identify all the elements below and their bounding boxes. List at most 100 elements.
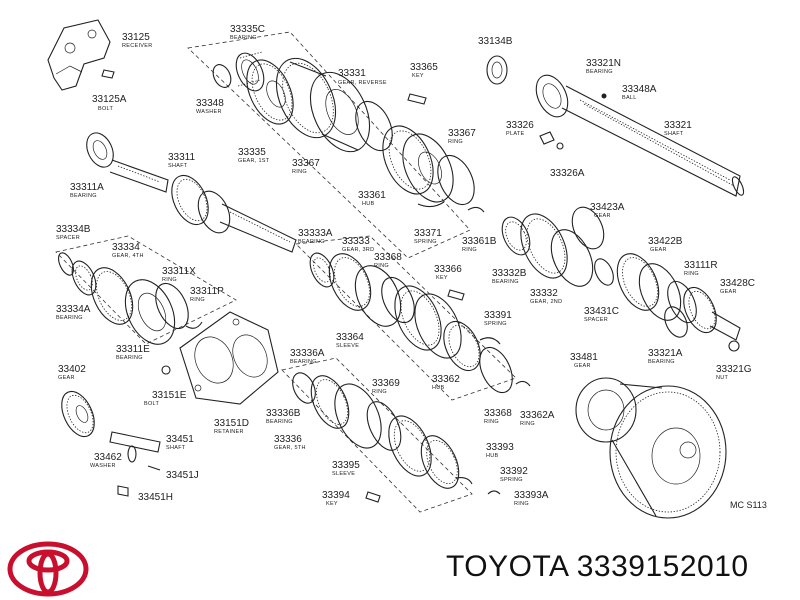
svg-text:RECEIVER: RECEIVER [122,43,153,49]
svg-text:33335: 33335 [238,147,266,158]
svg-text:33321: 33321 [664,120,692,131]
input-shaft-33311 [86,132,297,253]
svg-text:33462: 33462 [94,452,122,463]
svg-text:RING: RING [190,297,205,303]
svg-text:SPRING: SPRING [500,477,523,483]
svg-text:33366: 33366 [434,264,462,275]
plate-33326 [539,131,555,145]
ring-33361b [467,206,485,213]
svg-text:RING: RING [292,169,307,175]
svg-text:SPRING: SPRING [414,239,437,245]
ring-33368-b [479,346,513,394]
svg-text:33335C: 33335C [230,24,265,35]
ring-33367-a [355,100,393,152]
svg-text:RING: RING [514,501,529,507]
svg-text:KEY: KEY [436,275,448,281]
svg-text:33367: 33367 [448,128,476,139]
svg-text:33331: 33331 [338,68,366,79]
svg-text:33333: 33333 [342,236,370,247]
svg-text:33361: 33361 [358,190,386,201]
svg-text:33451: 33451 [166,434,194,445]
svg-text:33311X: 33311X [162,266,196,277]
spring-33371 [417,201,445,208]
svg-text:SHAFT: SHAFT [166,445,186,451]
svg-text:33402: 33402 [58,364,86,375]
hub-33362 [443,320,481,372]
gear-33402 [61,390,95,438]
gear-2nd-assembly [501,213,594,287]
svg-text:33368: 33368 [484,408,512,419]
svg-text:RING: RING [374,263,389,269]
gear-33422b [616,253,682,321]
svg-text:BEARING: BEARING [586,69,613,75]
svg-text:RING: RING [162,277,177,283]
svg-text:33151D: 33151D [214,418,249,429]
svg-text:33321N: 33321N [586,58,621,69]
svg-text:33332: 33332 [530,288,558,299]
svg-text:PLATE: PLATE [506,131,525,137]
svg-text:33334: 33334 [112,242,140,253]
svg-text:33125: 33125 [122,32,150,43]
svg-text:SPRING: SPRING [484,321,507,327]
key-33365 [407,93,427,105]
svg-text:GEAR, 1ST: GEAR, 1ST [238,158,270,164]
diagram-ref-code: MC S113 [730,500,767,510]
bolt-33151e [161,365,171,375]
ring-33134b [486,55,508,85]
center-gear-group-outline [295,235,517,401]
svg-text:33394: 33394 [322,490,350,501]
svg-text:SLEEVE: SLEEVE [336,343,359,349]
svg-text:33481: 33481 [570,352,598,363]
svg-text:RETAINER: RETAINER [214,429,244,435]
ring-33369 [366,401,402,451]
svg-text:BEARING: BEARING [70,193,97,199]
label-33451j: 33451J [166,470,199,481]
svg-text:33311P: 33311P [190,286,224,297]
svg-text:33348A: 33348A [622,84,657,95]
svg-text:GEAR, 5TH: GEAR, 5TH [274,445,306,451]
svg-text:33333A: 33333A [298,228,333,239]
top-gear-group-outline [187,31,471,259]
washer-33348 [212,64,232,88]
svg-text:33431C: 33431C [584,306,619,317]
svg-text:33361B: 33361B [462,236,497,247]
svg-text:33362: 33362 [432,374,460,385]
svg-text:SHAFT: SHAFT [168,163,188,169]
gear-33423a [571,206,605,250]
svg-text:GEAR: GEAR [720,289,737,295]
gear-33428c [683,286,741,341]
svg-text:33428C: 33428C [720,278,755,289]
key-33394 [365,491,381,503]
gear-33481 [575,377,727,519]
mid-gear-group-outline [55,235,237,345]
gear-5th [310,375,382,449]
svg-text:GEAR: GEAR [650,247,667,253]
part-33326a [556,142,564,150]
ring-33367-b [437,154,475,206]
svg-text:HUB: HUB [362,201,375,207]
svg-text:BEARING: BEARING [266,419,293,425]
part-33451j [147,465,161,471]
svg-text:33395: 33395 [332,460,360,471]
svg-text:33422B: 33422B [648,236,683,247]
svg-text:33151E: 33151E [152,390,187,401]
svg-text:RING: RING [684,271,699,277]
